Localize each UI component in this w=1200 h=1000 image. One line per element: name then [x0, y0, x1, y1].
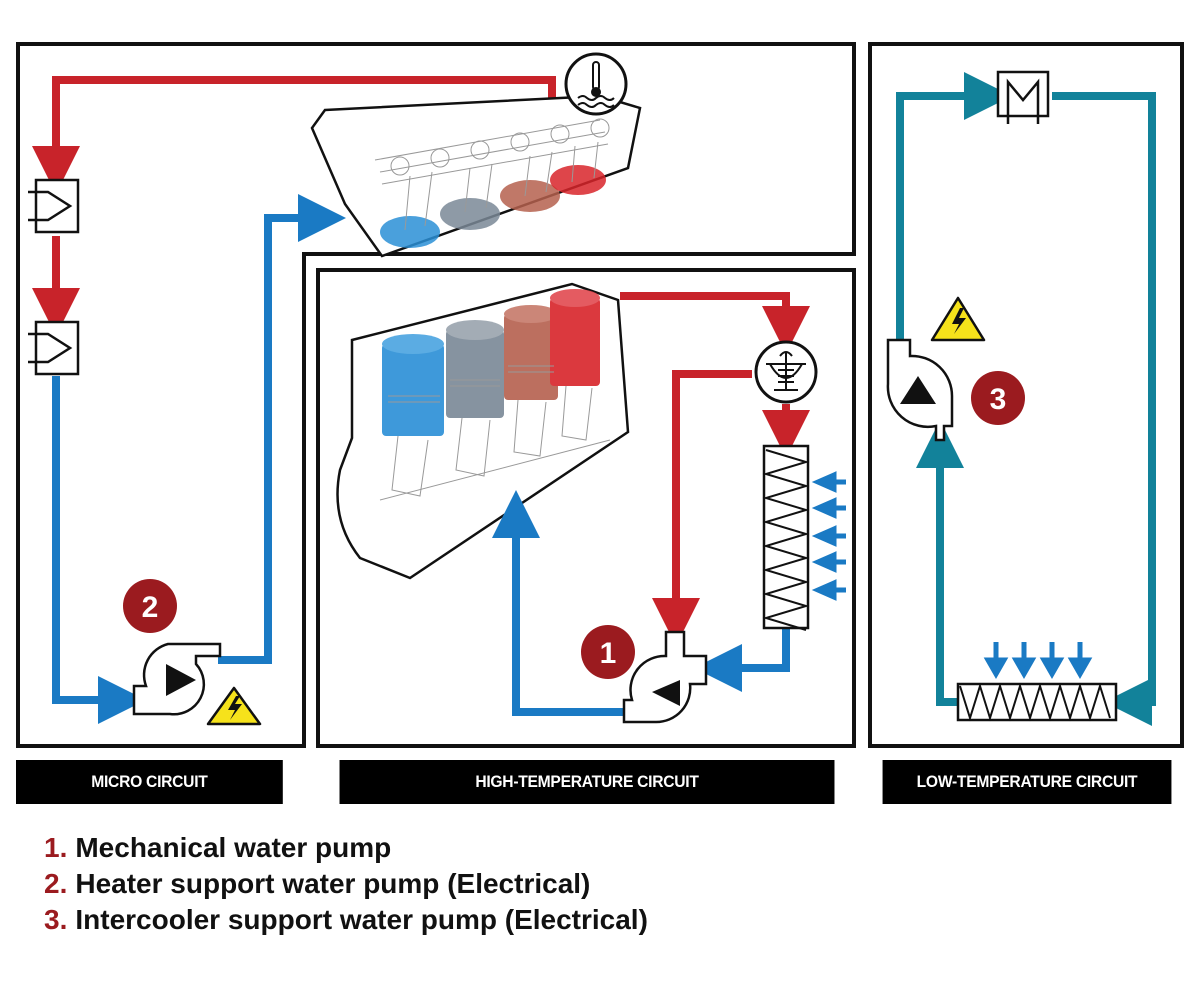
- pump-legend: 1.Mechanical water pump 2.Heater support…: [44, 830, 648, 938]
- high-cold-pipe-radiator-return: [694, 628, 790, 692]
- high-temp-circuit-frame: [316, 268, 856, 748]
- legend-text: Mechanical water pump: [75, 832, 392, 863]
- pump-2-badge: 2: [123, 579, 177, 633]
- pump-2-badge-number: 2: [142, 591, 159, 624]
- low-pipe-from-intercooler: [1052, 92, 1156, 726]
- legend-item: 3.Intercooler support water pump (Electr…: [44, 902, 648, 938]
- airflow-arrow: [811, 525, 846, 547]
- pump-1-badge: 1: [581, 625, 635, 679]
- heater-exchanger-2-icon: [28, 320, 80, 376]
- legend-text: Intercooler support water pump (Electric…: [75, 904, 648, 935]
- low-temp-radiator-icon: [956, 682, 1118, 722]
- micro-circuit-label: MICRO CIRCUIT: [16, 760, 283, 804]
- low-temperature-circuit-label: LOW-TEMPERATURE CIRCUIT: [882, 760, 1172, 804]
- coolant-temperature-icon: [564, 52, 628, 116]
- pump-1-badge-number: 1: [600, 637, 617, 670]
- low-temp-circuit-frame: [868, 42, 1184, 748]
- legend-item: 1.Mechanical water pump: [44, 830, 648, 866]
- pump-3-badge-number: 3: [990, 383, 1007, 416]
- heater-exchanger-1-icon: [28, 178, 80, 234]
- legend-number: 3.: [44, 904, 68, 935]
- airflow-arrows-high: [811, 471, 846, 601]
- high-temperature-circuit-label: HIGH-TEMPERATURE CIRCUIT: [339, 760, 835, 804]
- airflow-arrow: [1039, 642, 1065, 680]
- pump-3-badge: 3: [971, 371, 1025, 425]
- airflow-arrow: [1067, 642, 1093, 680]
- airflow-arrow: [983, 642, 1009, 680]
- high-voltage-warning-icon-low: [930, 296, 986, 342]
- legend-number: 2.: [44, 868, 68, 899]
- micro-cold-pipe-return: [52, 376, 146, 724]
- airflow-arrow: [811, 579, 846, 601]
- thermostat-icon: [754, 340, 818, 404]
- legend-text: Heater support water pump (Electrical): [75, 868, 591, 899]
- intercooler-heat-exchanger-icon: [996, 70, 1050, 124]
- legend-number: 1.: [44, 832, 68, 863]
- airflow-arrow: [811, 551, 846, 573]
- cylinder-head-illustration: [310, 94, 642, 258]
- high-voltage-warning-icon: [206, 686, 262, 726]
- main-radiator-icon: [762, 444, 810, 631]
- heater-support-pump-2-icon: [132, 642, 222, 716]
- micro-cold-pipe-supply: [218, 194, 346, 664]
- low-pipe-to-intercooler: [896, 72, 1012, 340]
- mechanical-pump-1-icon: [622, 630, 708, 724]
- engine-block-illustration: [336, 282, 630, 580]
- micro-hot-pipe-top: [32, 76, 556, 194]
- high-hot-bypass-pipe: [652, 370, 752, 646]
- airflow-arrow: [1011, 642, 1037, 680]
- high-cold-pipe-to-engine: [492, 490, 626, 716]
- airflow-arrow: [811, 471, 846, 493]
- low-pipe-radiator-to-pump: [916, 420, 964, 706]
- legend-item: 2.Heater support water pump (Electrical): [44, 866, 648, 902]
- micro-circuit-frame: [16, 42, 856, 748]
- airflow-arrow: [811, 497, 846, 519]
- intercooler-support-pump-3-icon: [886, 338, 954, 442]
- high-hot-pipe-to-thermostat: [620, 292, 810, 354]
- airflow-arrows-low: [983, 642, 1093, 680]
